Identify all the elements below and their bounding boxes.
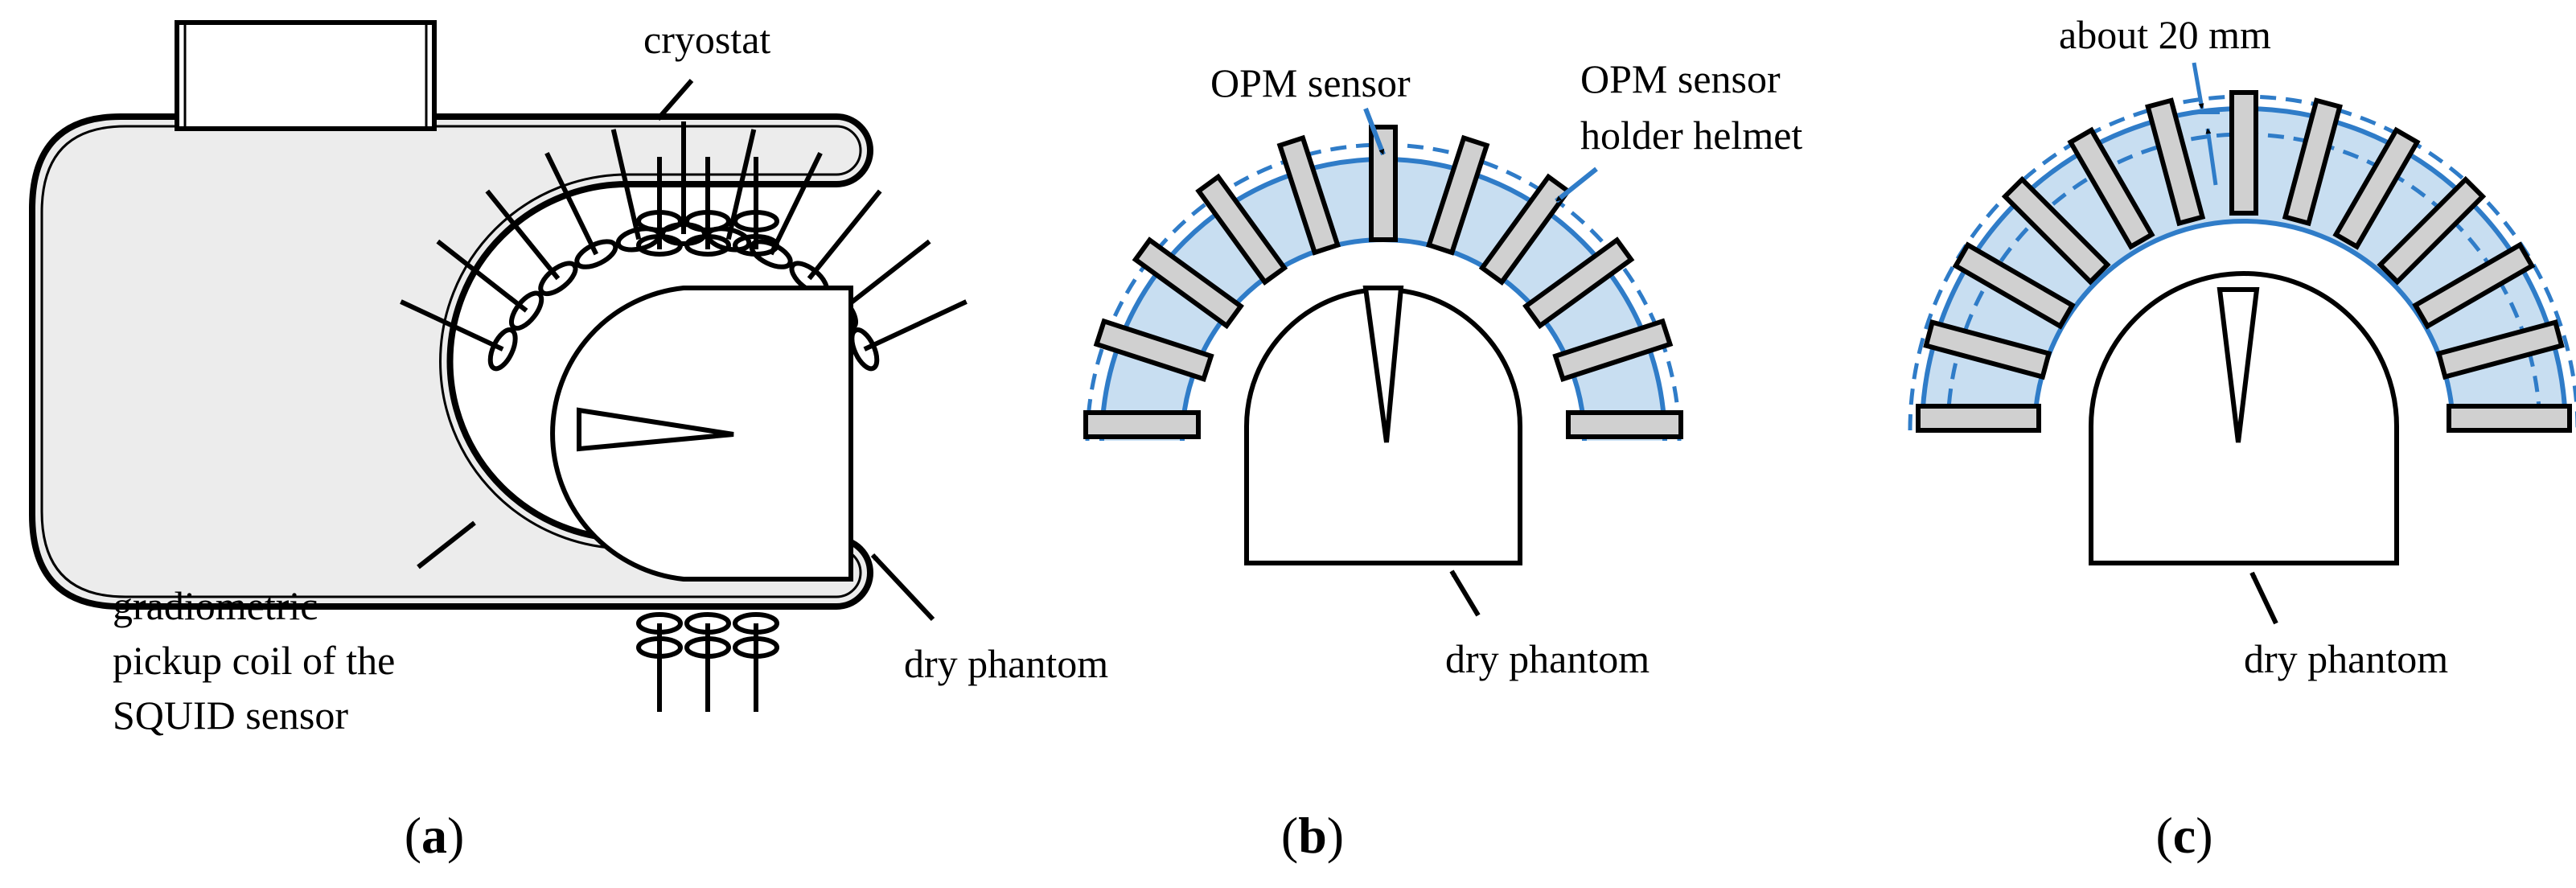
pickup-coil: [684, 210, 731, 232]
pickup-coil: [509, 290, 544, 331]
opm-sensor: [2001, 175, 2111, 286]
pickup-coil: [733, 210, 779, 232]
squid-sensor-rod: [863, 299, 968, 352]
opm-sensor-array: [1916, 90, 2572, 433]
pickup-coil: [684, 234, 731, 257]
label-phantom-b: dry phantom: [1445, 636, 1650, 681]
gap-arrow-top: [2192, 62, 2204, 109]
opm-sensor: [1923, 319, 2052, 380]
label-gap: about 20 mm: [2059, 12, 2271, 57]
label-opm-sensor: OPM sensor: [1210, 60, 1411, 105]
squid-sensor-rod: [610, 129, 642, 240]
squid-sensor-rod: [436, 239, 528, 313]
opm-sensor: [1369, 125, 1398, 242]
label-phantom-c: dry phantom: [2244, 636, 2448, 681]
panel-c: about 20 mm dry phantom (c): [1908, 12, 2576, 864]
pickup-coil: [660, 222, 707, 246]
helmet-arrow: [1555, 166, 1598, 204]
squid-sensor-rod: [400, 299, 504, 352]
pickup-coil: [636, 210, 683, 232]
pickup-coil: [849, 327, 880, 372]
opm-sensor: [2229, 90, 2258, 216]
label-helmet-line-1: OPM sensor: [1580, 56, 1781, 101]
opm-sensor: [1522, 236, 1635, 330]
phantom-dipole-marker: [1362, 286, 1404, 443]
pickup-coil: [733, 636, 779, 659]
cryostat-top-port: [175, 20, 437, 131]
pickup-coil: [684, 636, 731, 659]
opm-sensor: [2282, 97, 2343, 227]
opm-sensor: [1478, 173, 1571, 286]
helmet-inner-edge: [2032, 219, 2455, 431]
helmet-band: [1922, 109, 2566, 430]
cryostat-arrow: [655, 79, 694, 121]
opm-sensor: [1552, 318, 1674, 382]
caption-c: (c): [2155, 807, 2212, 864]
cryostat-outer-wall: [29, 113, 873, 610]
pickup-coil: [636, 636, 683, 659]
opm-sensor: [1426, 134, 1490, 256]
opm-sensor-arrow: [1363, 107, 1386, 156]
cryostat-body: [29, 20, 873, 610]
squid-sensor-rod: [485, 189, 561, 281]
squid-sensor-rod: [544, 151, 598, 256]
opm-sensor: [2377, 175, 2487, 286]
caption-a: (a): [405, 807, 465, 864]
label-coil-line-2: pickup coil of the: [113, 638, 395, 683]
pickup-coil: [733, 612, 779, 635]
gap-arrow-bottom: [2205, 128, 2218, 186]
opm-sensor: [1566, 410, 1683, 439]
phantom-c-arrow: [2249, 571, 2278, 625]
caption-b: (b): [1281, 807, 1344, 864]
opm-sensor: [1916, 404, 2041, 433]
label-cryostat: cryostat: [643, 17, 770, 62]
phantom-dipole-marker: [577, 407, 734, 452]
opm-sensor: [1093, 318, 1214, 382]
opm-sensor: [2412, 241, 2536, 330]
squid-sensor-rod: [769, 151, 823, 256]
opm-sensor-array: [1083, 125, 1683, 439]
pickup-coil: [636, 612, 683, 635]
phantom-a: [550, 286, 853, 582]
panel-a: cryostat gradiometric pickup coil of the…: [29, 17, 1108, 864]
phantom-a-arrow: [870, 553, 935, 622]
label-coil-line-3: SQUID sensor: [113, 693, 348, 738]
pickup-coil: [733, 234, 779, 257]
cryostat-inner-wall: [40, 125, 862, 598]
phantom-dipole-marker: [2217, 287, 2260, 443]
opm-sensor: [2332, 126, 2421, 250]
opm-sensor: [2067, 126, 2155, 250]
opm-sensor: [1083, 410, 1201, 439]
squid-sensor-rod: [807, 189, 882, 281]
pickup-coil: [538, 261, 578, 297]
pickup-coil: [684, 612, 731, 635]
opm-sensor: [2145, 97, 2206, 227]
phantom-b: [1244, 286, 1522, 565]
gap-dimension: [2189, 62, 2220, 186]
opm-sensor: [1276, 134, 1341, 256]
pickup-coil: [487, 327, 518, 372]
label-coil-line-1: gradiometric: [113, 583, 318, 628]
label-helmet-line-2: holder helmet: [1580, 113, 1802, 158]
opm-sensor: [1952, 241, 2076, 330]
phantom-c: [2089, 271, 2399, 565]
squid-sensor-rod: [839, 239, 931, 313]
pickup-coil: [636, 234, 683, 257]
opm-sensor: [2447, 404, 2572, 433]
pickup-coil: [574, 239, 618, 269]
opm-sensor: [1195, 173, 1288, 286]
panel-b: OPM sensor OPM sensor holder helmet dry …: [1083, 56, 1802, 864]
opm-sensor: [1132, 236, 1244, 330]
dry-phantom-shape: [2089, 271, 2399, 565]
label-phantom-a: dry phantom: [904, 641, 1108, 686]
coil-arrow: [417, 520, 476, 569]
phantom-b-arrow: [1449, 569, 1481, 617]
opm-sensor: [2435, 319, 2565, 380]
